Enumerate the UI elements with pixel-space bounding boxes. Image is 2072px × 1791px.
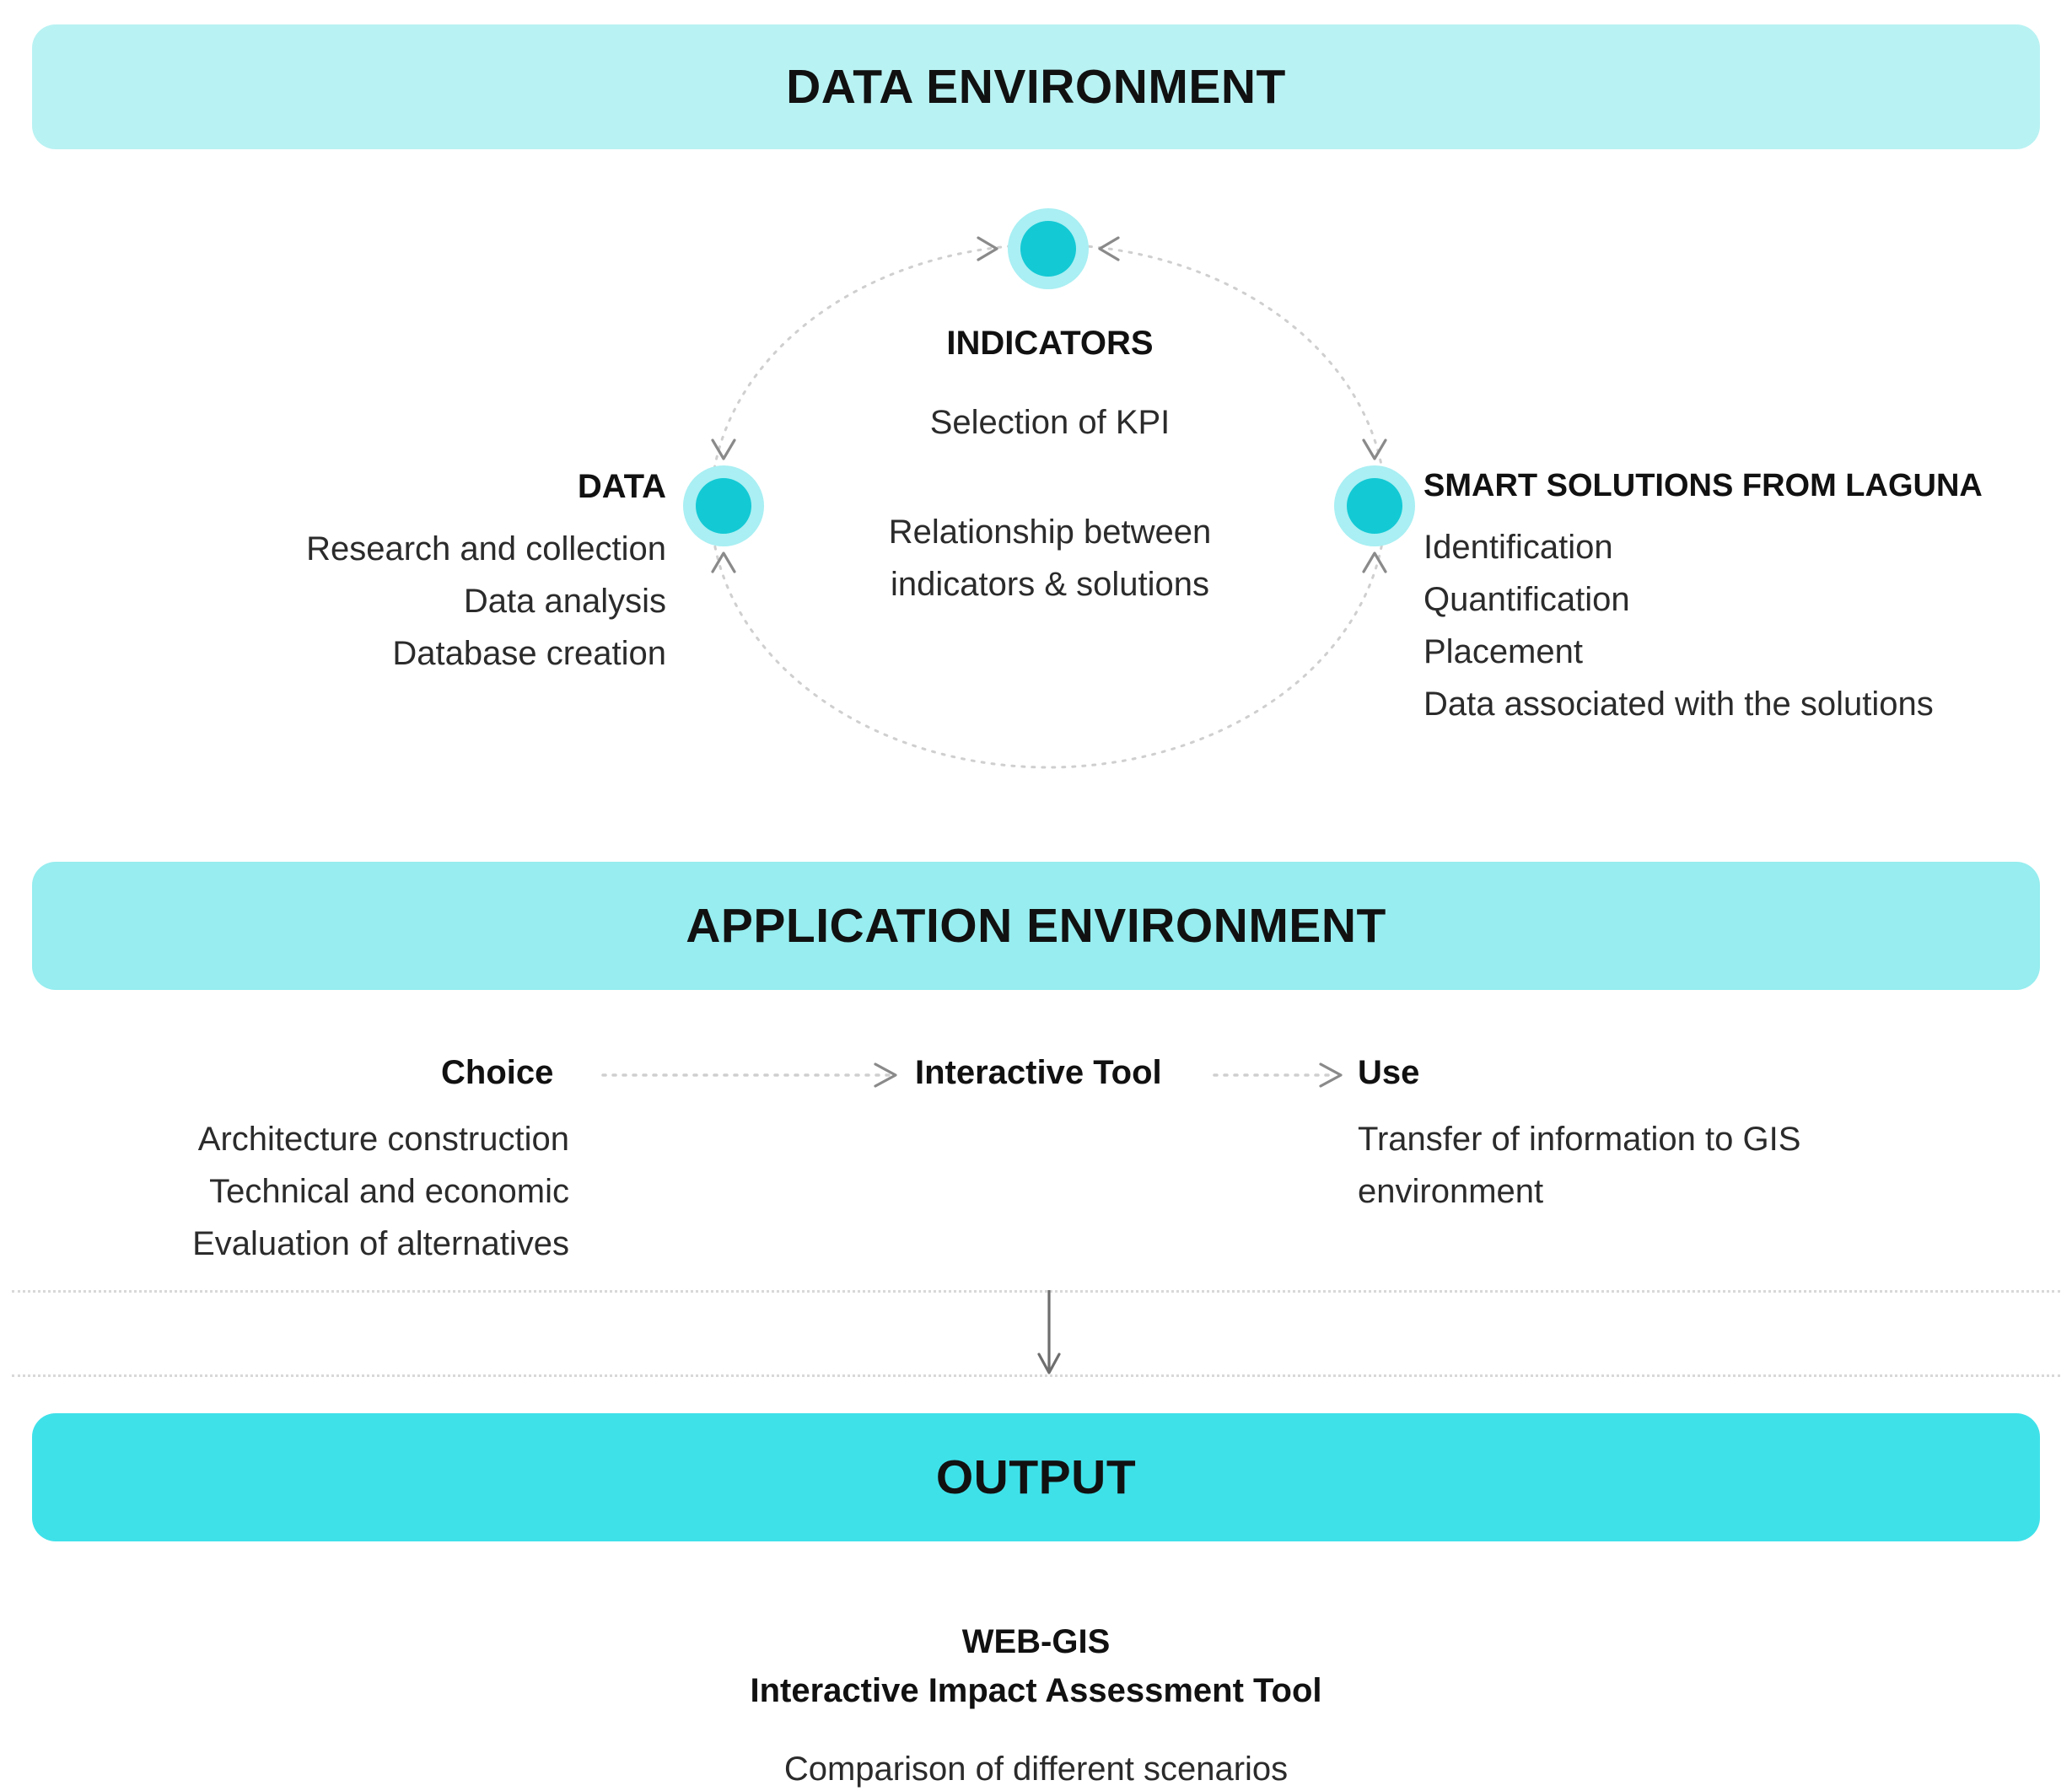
flow-arrow-tool-to-use-head xyxy=(1319,1062,1343,1088)
smart-solutions-item: Data associated with the solutions xyxy=(1423,686,1934,723)
data-block: DATA Research and collection Data analys… xyxy=(143,468,666,680)
output-details: WEB-GIS Interactive Impact Assessment To… xyxy=(0,1617,2072,1788)
data-environment-cycle-diagram: INDICATORS Selection of KPI Relationship… xyxy=(0,169,2072,835)
transition-arrow xyxy=(1037,1290,1061,1374)
cycle-node-data[interactable] xyxy=(683,465,764,546)
use-details: Transfer of information to GIS environme… xyxy=(1358,1113,1965,1218)
output-heading-line-1: WEB-GIS xyxy=(961,1623,1111,1660)
section-divider xyxy=(0,1280,2072,1390)
use-item: environment xyxy=(1358,1173,1544,1210)
cycle-center-text: Relationship between indicators & soluti… xyxy=(852,506,1248,610)
cycle-node-indicators[interactable] xyxy=(1008,208,1089,289)
divider-rule-bottom xyxy=(12,1374,2060,1377)
indicators-title: INDICATORS xyxy=(946,325,1154,362)
cycle-center-line-1: Relationship between xyxy=(888,514,1212,551)
data-item: Database creation xyxy=(392,635,666,672)
flow-step-use[interactable]: Use xyxy=(1358,1054,1420,1091)
indicators-item: Selection of KPI xyxy=(929,404,1171,441)
use-item: Transfer of information to GIS xyxy=(1358,1121,1801,1158)
smart-solutions-item: Quantification xyxy=(1423,581,1630,618)
choice-item: Architecture construction xyxy=(197,1121,569,1158)
flow-arrow-choice-to-tool-head xyxy=(874,1062,897,1088)
data-item: Research and collection xyxy=(306,530,666,567)
cycle-arrowheads xyxy=(711,236,1387,573)
cycle-center-line-2: indicators & solutions xyxy=(891,566,1209,603)
data-environment-banner: DATA ENVIRONMENT xyxy=(32,24,2040,149)
application-environment-title: APPLICATION ENVIRONMENT xyxy=(686,899,1386,953)
smart-solutions-item: Placement xyxy=(1423,633,1583,670)
divider-rule-top xyxy=(12,1290,2060,1293)
data-item: Data analysis xyxy=(463,583,666,620)
flow-step-interactive-tool[interactable]: Interactive Tool xyxy=(915,1054,1162,1091)
indicators-block: INDICATORS Selection of KPI xyxy=(869,325,1231,449)
output-title: OUTPUT xyxy=(935,1450,1137,1504)
output-heading-line-2: Interactive Impact Assessment Tool xyxy=(750,1672,1322,1709)
data-environment-title: DATA ENVIRONMENT xyxy=(786,60,1286,114)
application-flow-connectors xyxy=(601,1062,1343,1088)
flow-step-choice[interactable]: Choice xyxy=(441,1054,554,1091)
choice-item: Evaluation of alternatives xyxy=(192,1225,569,1262)
application-flow: Choice Interactive Tool Use Architecture… xyxy=(0,1037,2072,1265)
output-banner: OUTPUT xyxy=(32,1413,2040,1541)
choice-item: Technical and economic xyxy=(209,1173,569,1210)
choice-details: Architecture construction Technical and … xyxy=(51,1113,569,1270)
smart-solutions-item: Identification xyxy=(1423,529,1613,566)
application-environment-banner: APPLICATION ENVIRONMENT xyxy=(32,862,2040,990)
smart-solutions-block: SMART SOLUTIONS FROM LAGUNA Identificati… xyxy=(1423,468,2064,730)
data-title: DATA xyxy=(577,468,666,505)
smart-solutions-title: SMART SOLUTIONS FROM LAGUNA xyxy=(1423,468,1983,503)
output-subtitle: Comparison of different scenarios xyxy=(783,1751,1289,1788)
cycle-node-solutions[interactable] xyxy=(1334,465,1415,546)
